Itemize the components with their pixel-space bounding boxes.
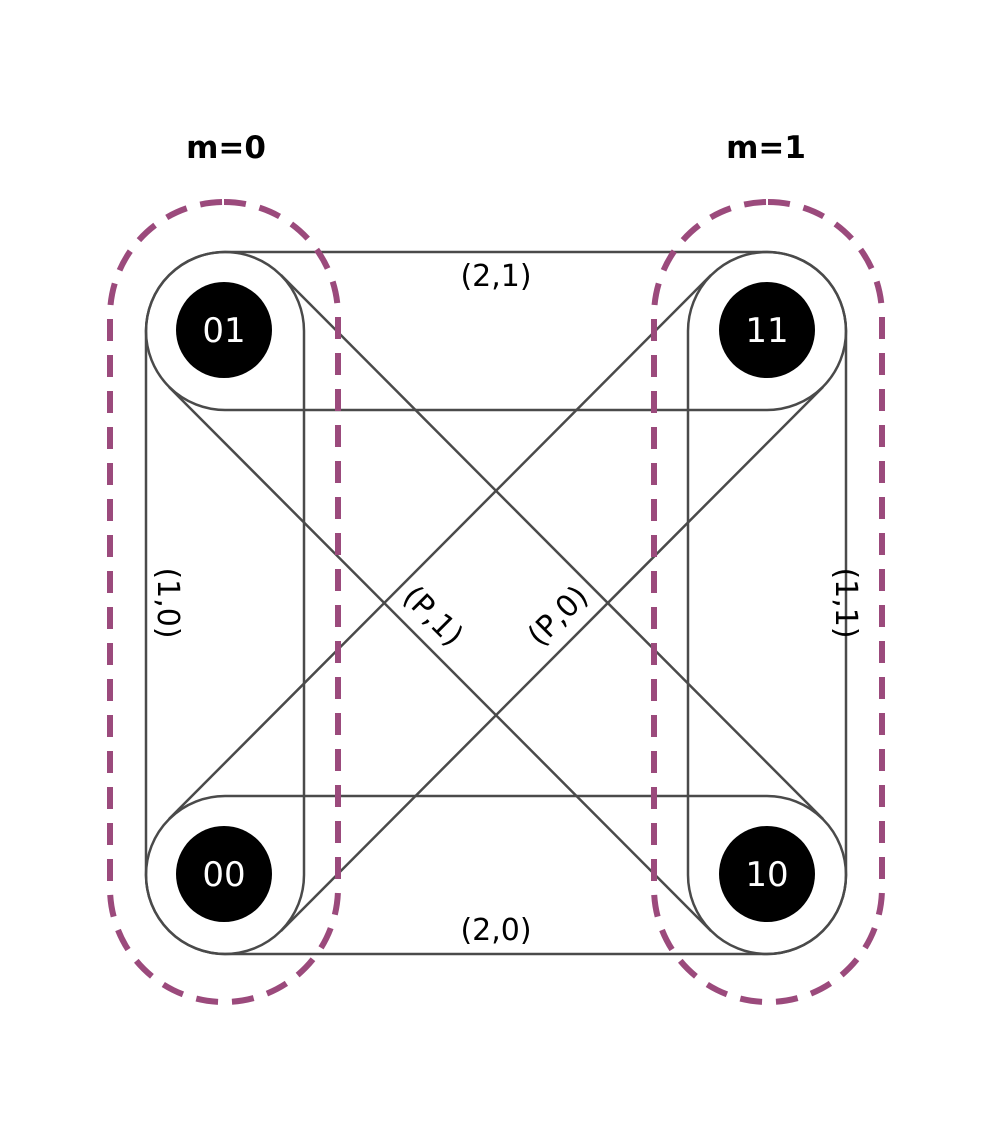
edge-label-left: (1,0) (150, 567, 185, 638)
node-01: 01 (176, 282, 272, 378)
edge-diagonal-p0 (168, 274, 824, 932)
group-label-m0: m=0 (186, 130, 266, 166)
edge-label-diag-p1: (P,1) (396, 579, 470, 653)
svg-text:00: 00 (202, 855, 245, 895)
node-11: 11 (719, 282, 815, 378)
svg-text:01: 01 (202, 311, 245, 351)
group-m0-outline (107, 199, 341, 1005)
group-label-m1: m=1 (726, 130, 806, 166)
edge-label-diag-p0: (P,0) (521, 579, 595, 653)
edge-label-right: (1,1) (828, 567, 863, 638)
svg-text:10: 10 (745, 855, 788, 895)
group-m1-outline (651, 199, 885, 1005)
node-00: 00 (176, 826, 272, 922)
edge-label-top: (2,1) (460, 259, 531, 294)
edge-left-capsule (144, 250, 306, 956)
edge-label-bottom: (2,0) (460, 913, 531, 948)
svg-text:11: 11 (745, 311, 788, 351)
edge-right-capsule (686, 250, 848, 956)
edge-diagonal-p1 (168, 274, 824, 932)
node-10: 10 (719, 826, 815, 922)
